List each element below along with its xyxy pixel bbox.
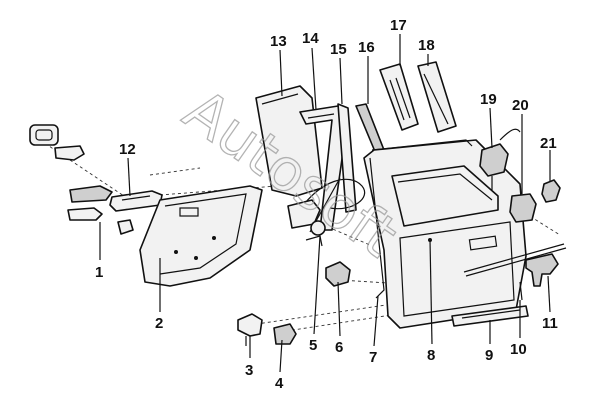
part-4-hinge	[273, 323, 297, 345]
part-5-window-regulator	[287, 177, 365, 247]
callout-17: 17	[390, 17, 407, 34]
part-2-door-trim-panel	[139, 185, 263, 287]
callout-14: 14	[302, 30, 319, 47]
leader-lines	[99, 34, 551, 373]
callout-8: 8	[427, 347, 435, 364]
callout-1: 1	[95, 264, 103, 281]
callout-13: 13	[270, 33, 287, 50]
part-21-striker	[541, 179, 561, 203]
callout-3: 3	[245, 362, 253, 379]
part-3-check-arm	[237, 313, 263, 346]
part-11-outside-handle	[525, 253, 559, 287]
callout-5: 5	[309, 337, 317, 354]
callout-9: 9	[485, 347, 493, 364]
callout-16: 16	[358, 39, 375, 56]
part-1-outside-handle	[29, 124, 134, 235]
callout-19: 19	[480, 91, 497, 108]
part-10-lock-rod	[463, 243, 567, 301]
part-16-weatherstrip	[355, 103, 385, 155]
callout-2: 2	[155, 315, 163, 332]
callout-11: 11	[542, 315, 558, 332]
callout-4: 4	[275, 375, 284, 392]
callout-15: 15	[330, 41, 347, 58]
part-17-quarter-glass	[379, 63, 419, 131]
part-19-lock-actuator	[479, 128, 521, 190]
callout-6: 6	[335, 339, 343, 356]
part-18-quarter-frame	[417, 61, 457, 133]
callout-21: 21	[540, 135, 557, 152]
callout-numbers: 1 2 3 4 5 6 7 8 9 10 11 12 13 14 15 16 1…	[95, 17, 558, 392]
part-15-rear-channel	[337, 103, 357, 213]
callout-7: 7	[369, 349, 377, 366]
callout-10: 10	[510, 341, 527, 358]
part-12-inner-handle	[109, 190, 163, 212]
callout-20: 20	[512, 97, 529, 114]
part-7-door-seal	[369, 139, 473, 299]
callout-18: 18	[418, 37, 435, 54]
part-6-lock-part	[325, 261, 351, 287]
part-20-door-lock	[509, 193, 537, 223]
door-shell	[363, 139, 527, 329]
callout-12: 12	[119, 141, 136, 158]
part-9-moulding	[451, 305, 529, 327]
